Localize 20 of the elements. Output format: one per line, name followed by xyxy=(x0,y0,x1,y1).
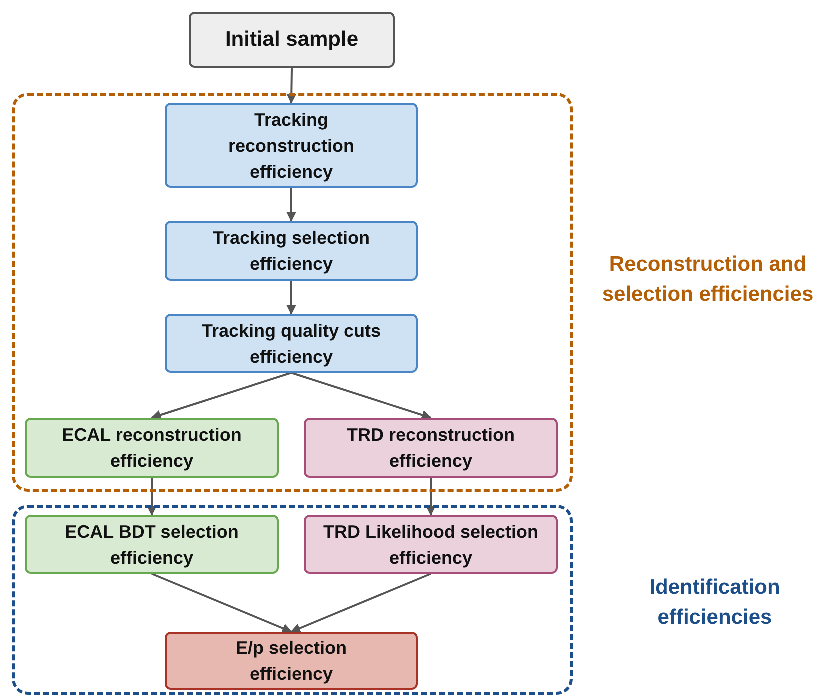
arrow xyxy=(147,478,157,516)
process-box: Tracking selection efficiency xyxy=(165,221,418,281)
arrow xyxy=(286,68,297,104)
arrow xyxy=(152,573,292,634)
arrow xyxy=(151,372,292,420)
arrow xyxy=(286,188,296,222)
process-box: E/p selection efficiency xyxy=(165,632,418,690)
process-box: ECAL BDT selection efficiency xyxy=(25,515,279,574)
arrow xyxy=(291,372,432,420)
process-box: Initial sample xyxy=(189,12,395,68)
process-box: TRD Likelihood selection efficiency xyxy=(304,515,558,574)
arrow xyxy=(426,478,436,516)
group-heading: Reconstruction and selection efficiencies xyxy=(601,252,815,308)
arrow xyxy=(290,573,432,634)
group-heading: Identification efficiencies xyxy=(648,575,782,631)
process-box: ECAL reconstruction efficiency xyxy=(25,418,279,478)
process-box: Tracking reconstruction efficiency xyxy=(165,103,418,188)
process-box: TRD reconstruction efficiency xyxy=(304,418,558,478)
arrow xyxy=(286,281,296,315)
process-box: Tracking quality cuts efficiency xyxy=(165,314,418,373)
